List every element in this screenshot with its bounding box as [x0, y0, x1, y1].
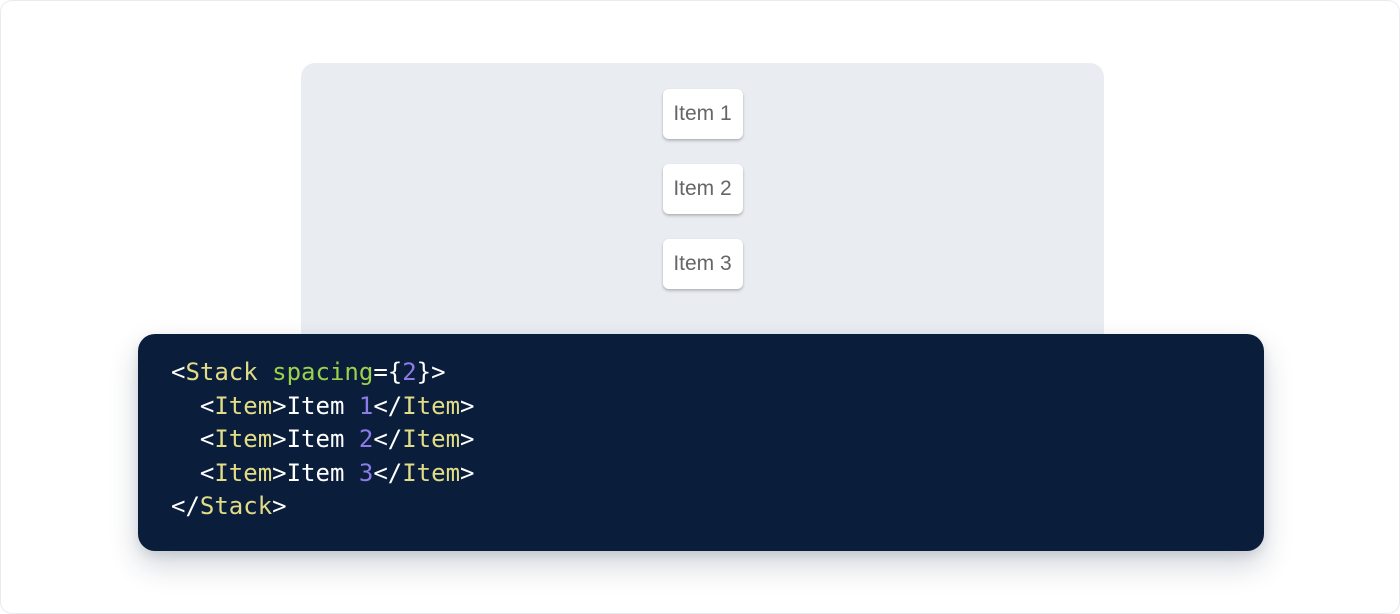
code-line: <Stack spacing={2}> [171, 356, 1244, 390]
code-token: }> [416, 358, 446, 386]
code-token: Item [214, 425, 273, 454]
code-line: <Item>Item 1</Item> [171, 390, 1244, 424]
code-token: Item [214, 458, 273, 487]
code-token: </ [171, 492, 200, 521]
code-token: > [272, 492, 287, 521]
code-token: </ [373, 425, 403, 454]
code-snippet-card: <Stack spacing={2}> <Item>Item 1</Item> … [138, 334, 1264, 551]
code-token: Item [286, 458, 359, 487]
code-token: Item [402, 391, 461, 420]
code-token: > [460, 391, 475, 420]
code-token: Item [286, 425, 359, 454]
code-token: Item [214, 391, 273, 420]
code-token: < [171, 358, 186, 386]
stack-item: Item 2 [662, 164, 743, 214]
code-token: > [460, 458, 475, 487]
code-token: < [199, 458, 215, 487]
code-token: < [199, 425, 215, 454]
code-token [258, 358, 272, 386]
code-token: 2 [402, 358, 417, 386]
code-token: ={ [373, 358, 403, 386]
stack-item: Item 3 [662, 239, 743, 289]
code-token: > [272, 425, 287, 454]
code-token: > [272, 458, 287, 487]
code-token: > [460, 425, 475, 454]
code-token: 2 [358, 425, 374, 454]
code-token: < [199, 391, 215, 420]
code-token: Item [286, 391, 359, 420]
code-line: <Item>Item 2</Item> [171, 423, 1244, 457]
code-snippet: <Stack spacing={2}> <Item>Item 1</Item> … [171, 356, 1244, 524]
code-token: Item [402, 425, 461, 454]
code-token: 3 [358, 458, 374, 487]
stack-item: Item 1 [662, 89, 743, 139]
code-token: Item [402, 458, 461, 487]
code-token: Stack [199, 492, 273, 521]
code-token [171, 459, 200, 487]
code-line: <Item>Item 3</Item> [171, 457, 1244, 491]
code-line: </Stack> [171, 490, 1244, 524]
code-token: spacing [272, 358, 374, 386]
code-token: </ [373, 458, 403, 487]
code-token [171, 392, 200, 420]
code-token: </ [373, 391, 403, 420]
stack-container: Item 1 Item 2 Item 3 [301, 63, 1104, 289]
code-token [171, 425, 200, 453]
code-token: > [272, 391, 287, 420]
code-token: 1 [358, 391, 374, 420]
code-token: Stack [185, 358, 258, 386]
